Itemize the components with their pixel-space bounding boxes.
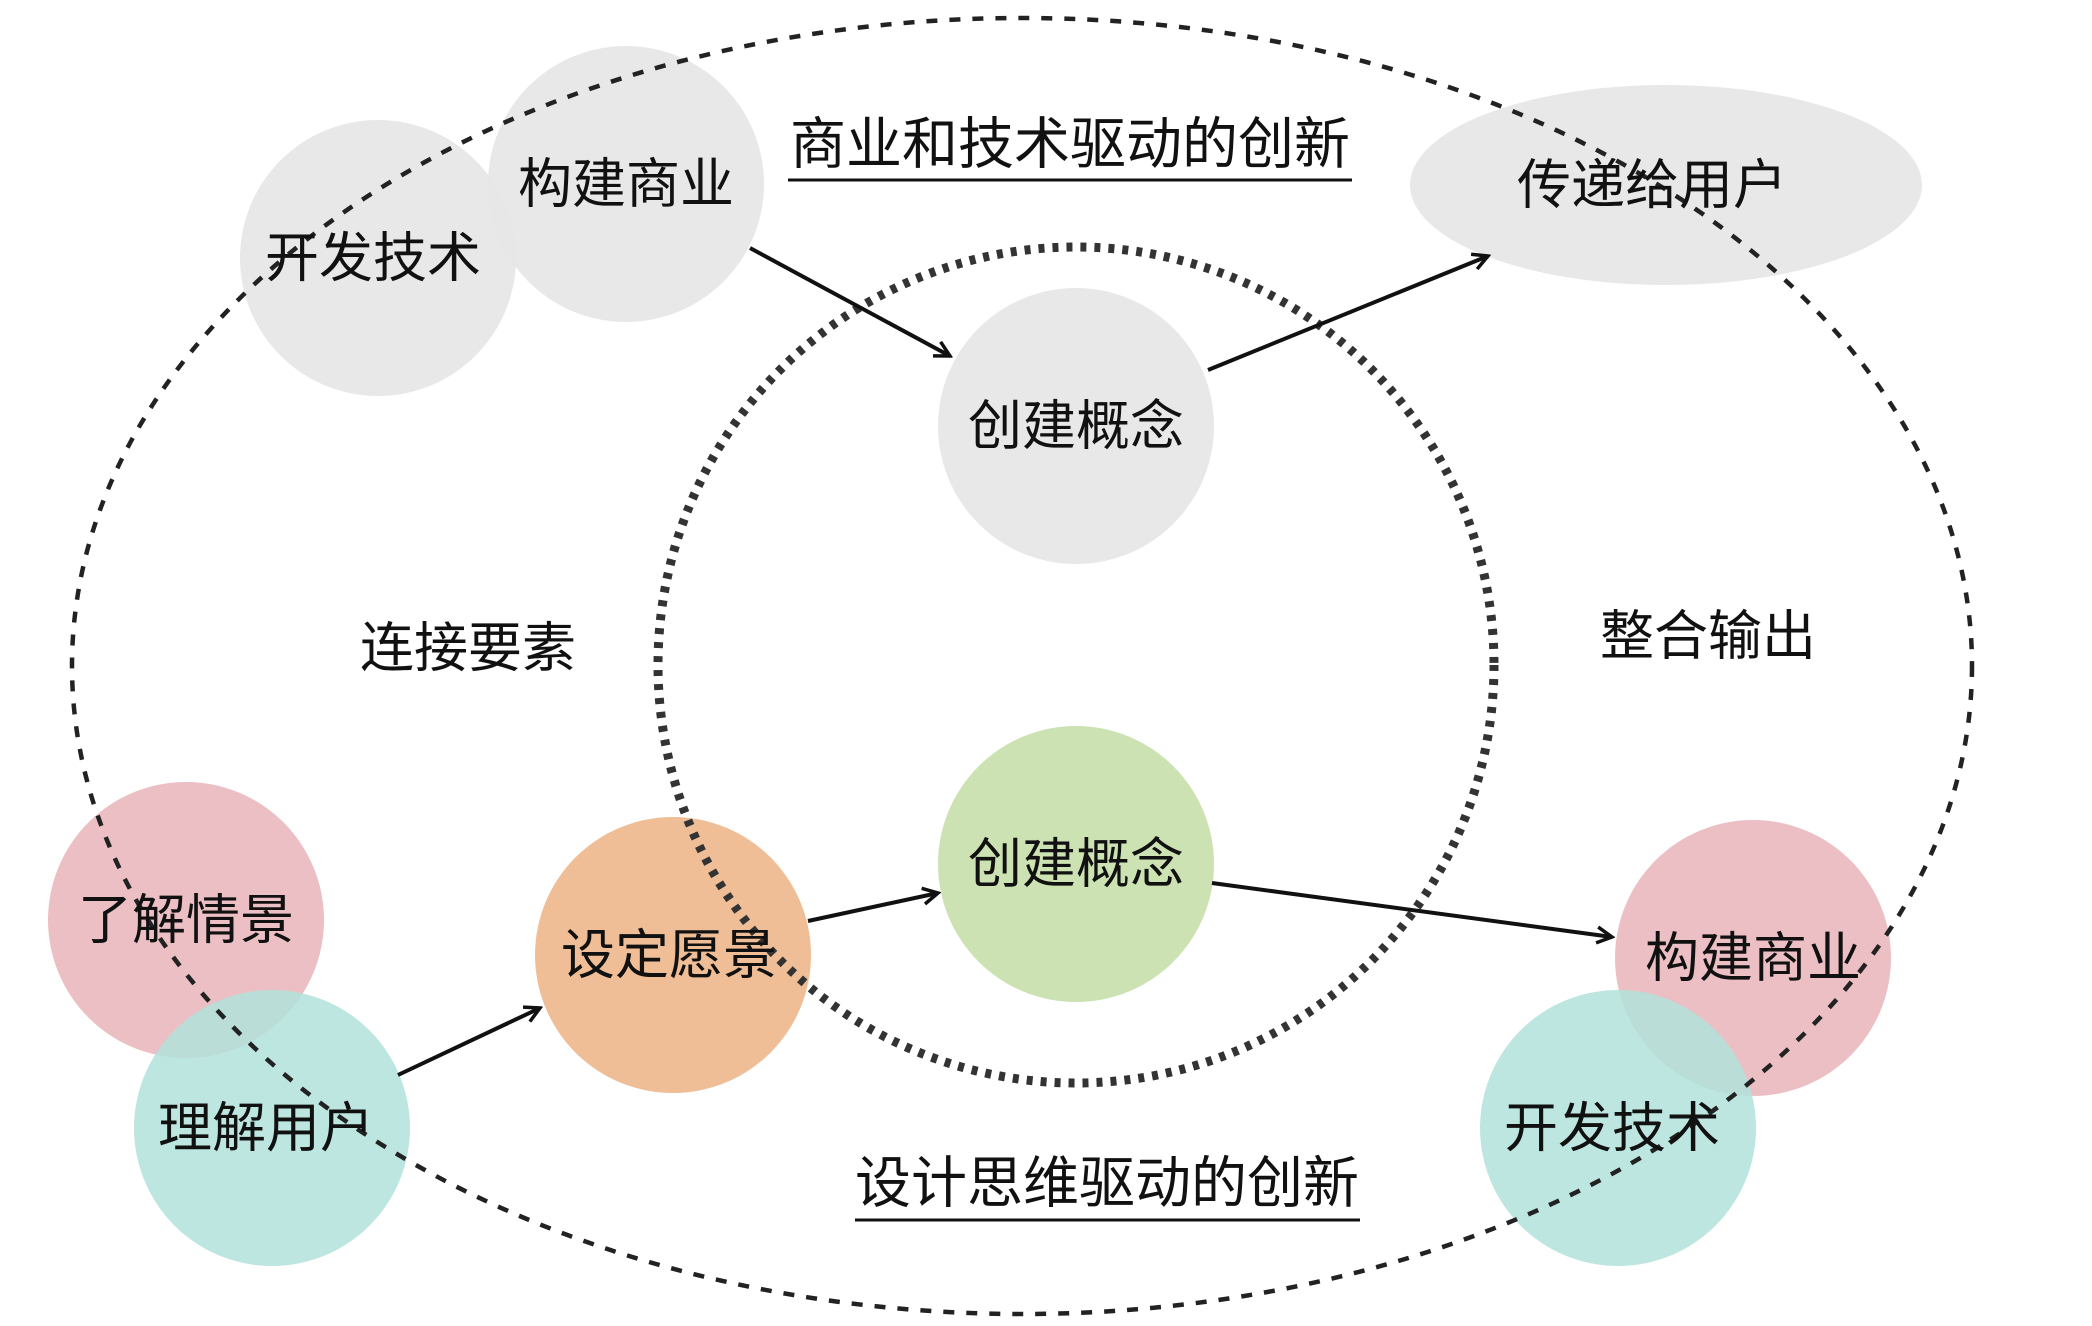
- labels: 商业和技术驱动的创新 设计思维驱动的创新 连接要素 整合输出 开发技术 构建商业…: [78, 113, 1861, 1217]
- zone-left-label: 连接要素: [360, 617, 576, 680]
- inner-dotted-boundary: [653, 242, 1499, 1088]
- node-user-label: 理解用户: [158, 1097, 374, 1160]
- node-top-tech-circle: [240, 120, 516, 396]
- node-context-circle: [48, 782, 324, 1058]
- flow-arrows: [397, 246, 1612, 1077]
- arrow-business-to-concept: [749, 246, 950, 356]
- arrow-concept-to-business: [1211, 881, 1612, 937]
- zone-right-label: 整合输出: [1600, 605, 1816, 668]
- node-shapes: [48, 46, 1922, 1266]
- node-user-circle: [134, 990, 410, 1266]
- node-top-business-circle: [488, 46, 764, 322]
- arrow-vision-to-concept: [807, 893, 938, 923]
- arrow-user-to-vision: [397, 1008, 540, 1077]
- node-bottom-tech-label: 开发技术: [1504, 1097, 1720, 1160]
- node-top-deliver-ellipse: [1410, 85, 1922, 285]
- node-bottom-tech-circle: [1480, 990, 1756, 1266]
- node-bottom-concept-circle: [938, 726, 1214, 1002]
- heading-bottom: 设计思维驱动的创新: [855, 1152, 1359, 1217]
- node-context-label: 了解情景: [78, 889, 294, 952]
- outer-dashed-boundary: [69, 15, 1975, 1317]
- node-top-tech-label: 开发技术: [265, 227, 481, 290]
- node-top-concept-label: 创建概念: [968, 395, 1184, 458]
- node-top-deliver-label: 传递给用户: [1517, 154, 1787, 217]
- arrow-concept-to-deliver: [1207, 256, 1488, 372]
- node-top-business-label: 构建商业: [518, 153, 734, 216]
- node-vision-label: 设定愿景: [561, 924, 777, 987]
- node-bottom-concept-label: 创建概念: [968, 833, 1184, 896]
- node-bottom-business-label: 构建商业: [1645, 927, 1861, 990]
- node-top-concept-circle: [938, 288, 1214, 564]
- node-vision-circle: [535, 817, 811, 1093]
- heading-top: 商业和技术驱动的创新: [790, 113, 1350, 178]
